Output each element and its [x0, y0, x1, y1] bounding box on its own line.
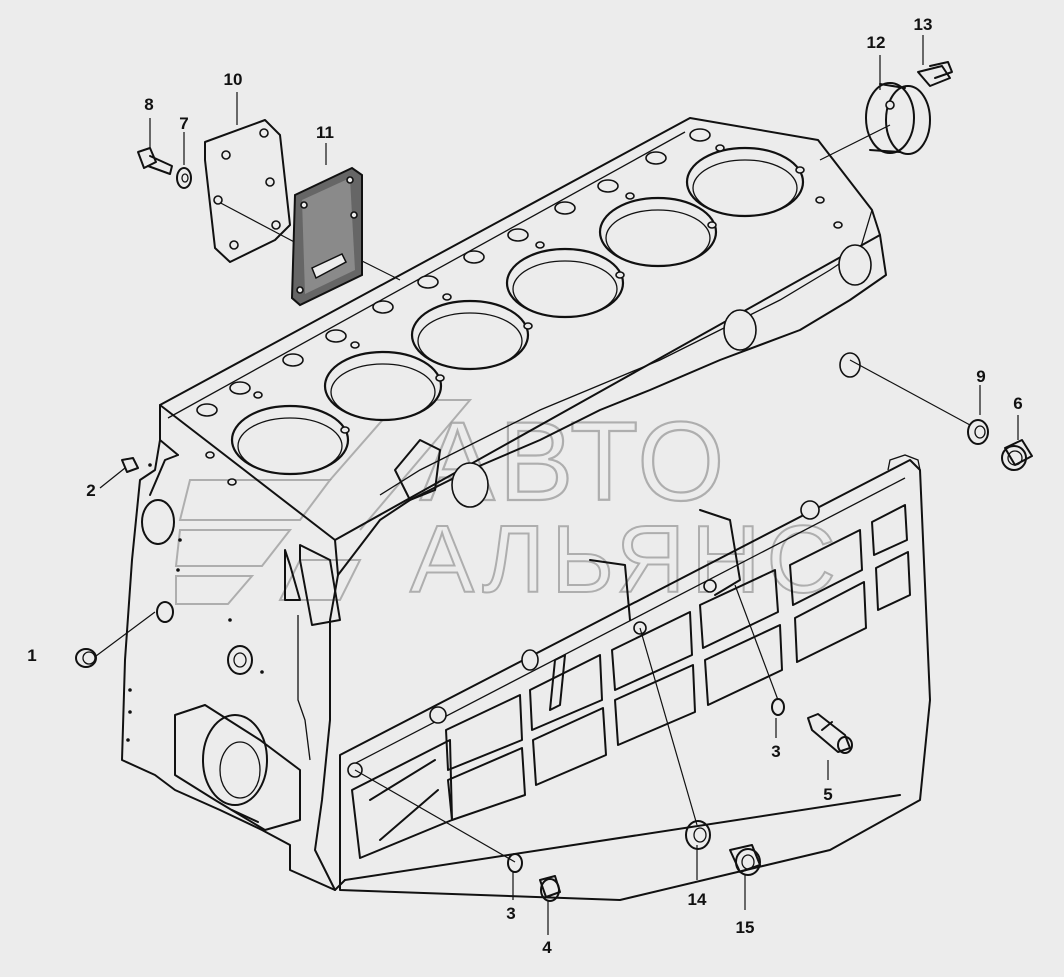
- part-15-plug: [729, 844, 761, 876]
- part-14-washer: [685, 820, 711, 850]
- callout-6: 6: [1013, 394, 1023, 413]
- callout-14: 14: [687, 890, 707, 909]
- part-6-plug: [1001, 439, 1033, 471]
- callout-7: 7: [179, 114, 189, 133]
- watermark-line2: АЛЬЯНС: [410, 506, 842, 613]
- callout-3: 3: [771, 742, 781, 761]
- part-9-washer: [967, 419, 989, 445]
- part-2-plug: [121, 457, 139, 473]
- part-8-bolt: [137, 147, 173, 175]
- callout-2: 2: [86, 481, 96, 500]
- part-12-cap: [865, 82, 931, 155]
- callout-1: 1: [27, 646, 37, 665]
- callout-8: 8: [144, 95, 154, 114]
- part-1-plug: [75, 648, 97, 668]
- part-3-washer-lower: [507, 853, 523, 873]
- callout-15: 15: [735, 918, 755, 937]
- engine-block: [121, 117, 931, 901]
- callout-4: 4: [542, 938, 552, 957]
- part-4-plug: [539, 875, 561, 902]
- part-11-gasket: [290, 166, 363, 307]
- deck-holes: [196, 128, 843, 486]
- callout-10: 10: [223, 70, 243, 89]
- front-boss-hole: [141, 499, 175, 545]
- callout-12: 12: [866, 33, 886, 52]
- skirt-ribs: [351, 504, 911, 859]
- callout-5: 5: [823, 785, 833, 804]
- part-5-sensor: [807, 713, 853, 754]
- callout-13: 13: [913, 15, 933, 34]
- callout-3: 3: [506, 904, 516, 923]
- leader-lines: [95, 35, 1019, 935]
- part-7-washer: [176, 167, 192, 189]
- part-3-washer-upper: [771, 698, 785, 716]
- callout-9: 9: [976, 367, 986, 386]
- part-10-cover-plate: [204, 119, 291, 263]
- callout-11: 11: [316, 123, 334, 142]
- part-13-bolt: [917, 61, 953, 87]
- watermark-logo: АВТО АЛЬЯНС: [174, 398, 842, 614]
